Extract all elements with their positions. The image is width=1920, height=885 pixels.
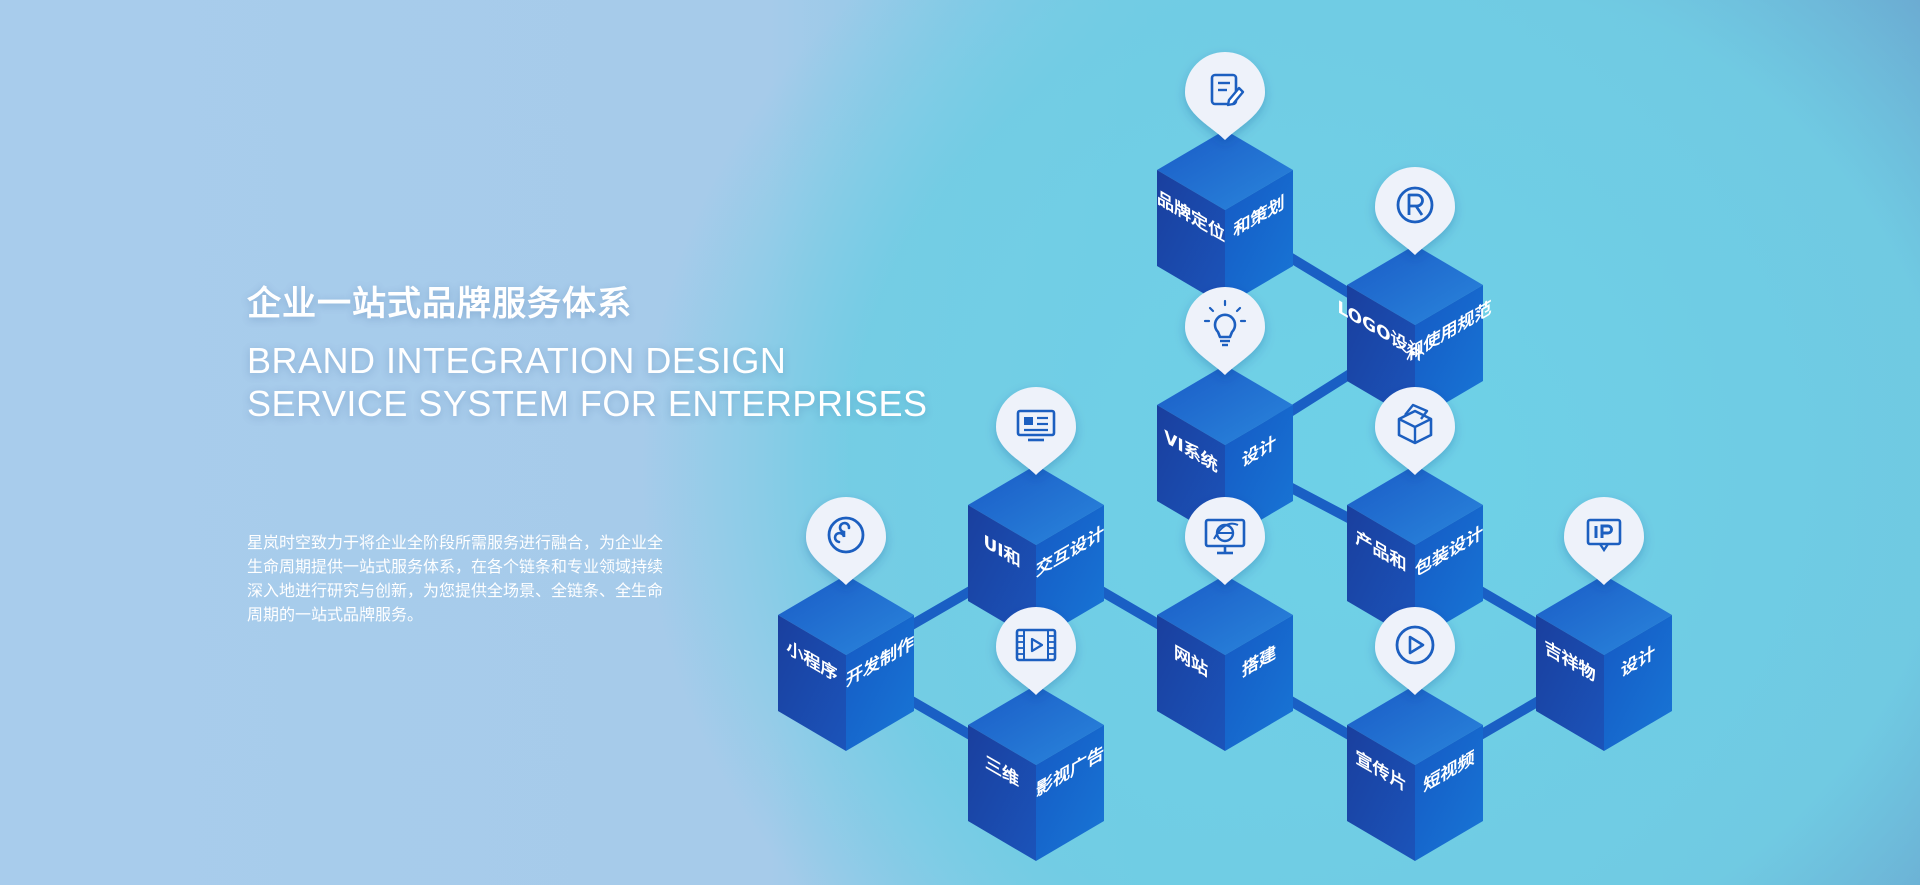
- cube-right-face: [1225, 615, 1293, 751]
- cube-right-face: [1604, 615, 1672, 751]
- cube-right-face: [1225, 170, 1293, 306]
- pin-marker: [996, 387, 1076, 475]
- cube-left-face: [968, 505, 1036, 641]
- cube-left-face: [1347, 505, 1415, 641]
- pin-marker: [1375, 167, 1455, 255]
- cube-left-face: [1536, 615, 1604, 751]
- page-title: 企业一站式品牌服务体系: [247, 284, 632, 324]
- pin-marker: [1375, 387, 1455, 475]
- pin-marker: [1185, 52, 1265, 140]
- cube-left-face: [1347, 725, 1415, 861]
- play-icon: [1395, 625, 1435, 665]
- service-cube-ad3d[interactable]: 三维影视广告: [968, 607, 1104, 861]
- pin-marker: [1185, 287, 1265, 375]
- service-cube-brand[interactable]: 品牌定位和策划: [1157, 52, 1293, 306]
- cube-left-face: [778, 615, 846, 751]
- ip-sign-icon: [1586, 518, 1622, 553]
- service-cube-website[interactable]: 网站搭建: [1157, 497, 1293, 751]
- service-cube-miniapp[interactable]: 小程序开发制作: [778, 497, 915, 751]
- pin-marker: [1375, 607, 1455, 695]
- box-icon: [1397, 403, 1433, 445]
- service-cube-video[interactable]: 宣传片短视频: [1347, 607, 1483, 861]
- pin-marker: [996, 607, 1076, 695]
- cube-left-face: [1347, 285, 1415, 421]
- intro-paragraph: 星岚时空致力于将企业全阶段所需服务进行融合，为企业全生命周期提供一站式服务体系，…: [247, 533, 664, 624]
- cube-right-face: [1415, 505, 1483, 641]
- hero-text: 企业一站式品牌服务体系 BRAND INTEGRATION DESIGN SER…: [247, 276, 928, 425]
- cube-right-face: [1415, 725, 1483, 861]
- subtitle-line-1: BRAND INTEGRATION DESIGN: [247, 340, 787, 381]
- service-cube-mascot[interactable]: 吉祥物设计: [1536, 497, 1672, 751]
- mini-program-icon: [827, 516, 865, 554]
- pin-marker: [1185, 497, 1265, 585]
- service-cube-ui[interactable]: UI和交互设计: [968, 387, 1104, 641]
- cube-right-face: [1036, 725, 1104, 861]
- pin-marker: [806, 497, 886, 585]
- page-subtitle: BRAND INTEGRATION DESIGN SERVICE SYSTEM …: [247, 339, 928, 425]
- pin-marker: [1564, 497, 1644, 585]
- cube-right-face: [846, 615, 914, 751]
- cube-left-face: [1157, 170, 1225, 306]
- cube-right-face: [1415, 285, 1483, 421]
- registered-mark-icon: [1396, 186, 1434, 224]
- cube-left-face: [1157, 615, 1225, 751]
- lightbulb-icon: [1203, 299, 1247, 347]
- film-icon: [1015, 628, 1057, 662]
- document-edit-icon: [1210, 73, 1245, 107]
- browser-monitor-icon: [1204, 518, 1246, 555]
- subtitle-line-2: SERVICE SYSTEM FOR ENTERPRISES: [247, 383, 928, 424]
- service-cube-package[interactable]: 产品和包装设计: [1347, 387, 1483, 641]
- cube-right-face: [1036, 505, 1104, 641]
- cube-left-face: [968, 725, 1036, 861]
- ui-window-icon: [1016, 409, 1056, 442]
